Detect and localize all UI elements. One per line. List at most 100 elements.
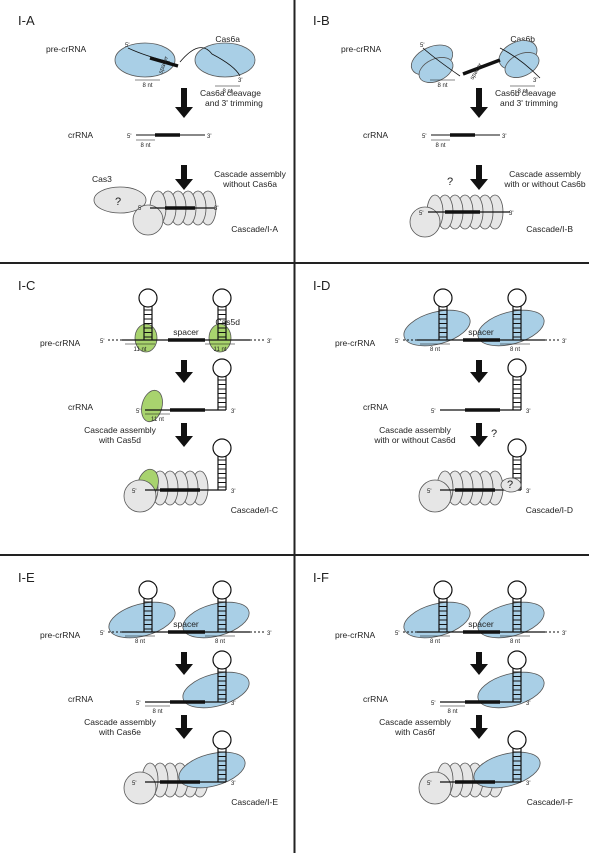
panel-i-f-crrna-hairpin-loop [507, 650, 527, 670]
panel-i-b-arrow-assembly [470, 165, 488, 190]
panel-i-b-crrna-len-text: 8 nt [435, 143, 445, 149]
panel-i-f-spacer-text: spacer [468, 619, 494, 629]
panel-i-d-arrow-processing-head [470, 372, 488, 383]
panel-i-d-arrow-assembly [470, 423, 488, 447]
panel-i-d-pre-3prime: 3' [562, 339, 566, 345]
panel-i-b-arrow-processing-head [470, 107, 488, 118]
panel-i-b-arrow1-line1: Cas6b cleavage [495, 88, 556, 98]
panel-i-d-arrow-assembly-shaft [476, 423, 482, 438]
panel-i-e-crrna-3prime: 3' [231, 701, 235, 707]
panel-i-f-cascade-5prime: 5' [427, 781, 431, 787]
panel-i-b-arrow2-line1: Cascade assembly [509, 169, 582, 179]
panel-i-c-arrow-assembly [175, 423, 193, 447]
panel-i-d-crrna-5prime: 5' [431, 409, 435, 415]
panel-i-a-cas6-left [114, 42, 176, 78]
panel-i-c-hairpin-right [212, 288, 232, 340]
panel-i-f-hairpin-left-loop [433, 580, 453, 600]
panel-i-e-arrow-assembly-head [175, 728, 193, 739]
panel-i-e-arrow2-line2: with Cas6e [98, 727, 141, 737]
panel-i-b-cascade-3prime: 3' [509, 211, 513, 217]
panel-i-e-arrow-processing-head [175, 664, 193, 675]
panel-i-e-arrow-assembly-shaft [181, 715, 187, 730]
panel-i-c-len-left-text: 11 nt [134, 347, 147, 353]
panel-i-d-arrow2-line2: with or without Cas6d [373, 435, 456, 445]
panel-i-c-cascade-hairpin-loop [212, 438, 232, 458]
panel-i-b-cas6-right-b [504, 52, 540, 78]
panel-i-b-crrna-5prime: 5' [422, 134, 426, 140]
panel-i-d-crrna-hairpin [507, 358, 527, 410]
panel-i-e-hairpin-left [138, 580, 158, 632]
panel-i-e-cas6-left [108, 601, 176, 639]
panel-i-a-spacer-text: spacer [158, 56, 170, 75]
panel-i-a-arrow-assembly-shaft [181, 165, 187, 181]
panel-i-f-hairpin-left [433, 580, 453, 632]
panel-i-c-pre-3prime: 3' [267, 339, 271, 345]
panel-i-b-arrow-assembly-head [470, 179, 488, 190]
panel-i-f-arrow-assembly-shaft [476, 715, 482, 730]
panel-i-b-cascade-5prime: 5' [419, 211, 423, 217]
panel-i-d-result-label: Cascade/I-D [526, 505, 573, 515]
panel-i-b-arrow-assembly-shaft [476, 165, 482, 181]
panel-i-f-arrow2-line1: Cascade assembly [379, 717, 452, 727]
panel-i-c-title: I-C [18, 278, 35, 293]
panel-i-d-cas5-subunit [418, 479, 452, 513]
panel-i-b-pre-crrna-label: pre-crRNA [341, 44, 381, 54]
panel-i-a-title: I-A [18, 13, 35, 28]
panel-i-a-cas3 [93, 186, 147, 214]
panel-i-e-cascade-cas6 [178, 751, 246, 789]
panel-i-d-arrow-processing-shaft [476, 360, 482, 374]
panel-i-b-arrow-processing [470, 88, 488, 118]
panel-i-b-arrow-processing-shaft [476, 88, 482, 109]
panel-i-a-pre-crrna-label: pre-crRNA [46, 44, 86, 54]
panel-i-a-arrow-processing-head [175, 107, 193, 118]
panel-i-e-cascade-hairpin [212, 730, 232, 782]
panel-i-a-cas3-label: Cas3 [92, 174, 112, 184]
panel-i-b-protein-label: Cas6b [510, 34, 535, 44]
panel-i-e-arrow-processing [175, 652, 193, 675]
panel-i-c-protein-label: Cas5d [215, 317, 240, 327]
panel-i-c-crrna-5prime: 5' [136, 409, 140, 415]
panel-i-c-cascade-5prime: 5' [132, 489, 136, 495]
panel-i-d-crrna-3prime: 3' [526, 409, 530, 415]
panel-i-d-len-left-text: 8 nt [430, 347, 440, 353]
panel-i-a-pre-5prime: 5' [125, 43, 129, 49]
panel-i-d-hairpin-right [507, 288, 527, 340]
panel-i-c-crrna-3prime: 3' [231, 409, 235, 415]
panel-i-e-cas5-subunit [123, 771, 157, 805]
panel-i-e-crrna-hairpin-loop [212, 650, 232, 670]
panel-i-c-arrow-assembly-head [175, 436, 193, 447]
panel-i-e-arrow-assembly [175, 715, 193, 739]
panel-i-e-crrna-label: crRNA [68, 694, 93, 704]
panel-i-e-hairpin-left-loop [138, 580, 158, 600]
panel-i-a-pre-3prime: 3' [238, 78, 242, 84]
panel-i-b-pre-3prime: 3' [533, 78, 537, 84]
panel-i-d-arrow-processing [470, 360, 488, 383]
panel-i-a-crrna-label: crRNA [68, 130, 93, 140]
panel-i-b-arrow2-line2: with or without Cas6b [503, 179, 586, 189]
panel-i-e-cas6-right [182, 601, 250, 639]
panel-i-a-crrna-3prime: 3' [207, 134, 211, 140]
panel-i-d-title: I-D [313, 278, 330, 293]
panel-i-f-crrna-hairpin [507, 650, 527, 702]
panel-i-f-arrow-processing-head [470, 664, 488, 675]
panel-i-e-title: I-E [18, 570, 35, 585]
panel-i-c-arrow2-line2: with Cas5d [98, 435, 141, 445]
panel-i-d-arrow2-line1: Cascade assembly [379, 425, 452, 435]
panel-i-e-cascade-hairpin-loop [212, 730, 232, 750]
panel-i-b-spacer-bar [462, 58, 501, 76]
panel-i-b-title: I-B [313, 13, 330, 28]
panel-i-d-cascade-hairpin-loop [507, 438, 527, 458]
panel-i-a-cas5-subunit [132, 204, 164, 236]
panel-i-f-arrow-processing-shaft [476, 652, 482, 666]
panel-i-f-cascade-hairpin-loop [507, 730, 527, 750]
panel-i-b-crrna-label: crRNA [363, 130, 388, 140]
panel-i-a-arrow-assembly-head [175, 179, 193, 190]
panel-i-e-hairpin-right [212, 580, 232, 632]
panel-i-d-crrna-label: crRNA [363, 402, 388, 412]
panel-i-f-cas6-left [403, 601, 471, 639]
panel-i-e-crrna-cas6 [182, 671, 250, 709]
panel-i-f-hairpin-right [507, 580, 527, 632]
